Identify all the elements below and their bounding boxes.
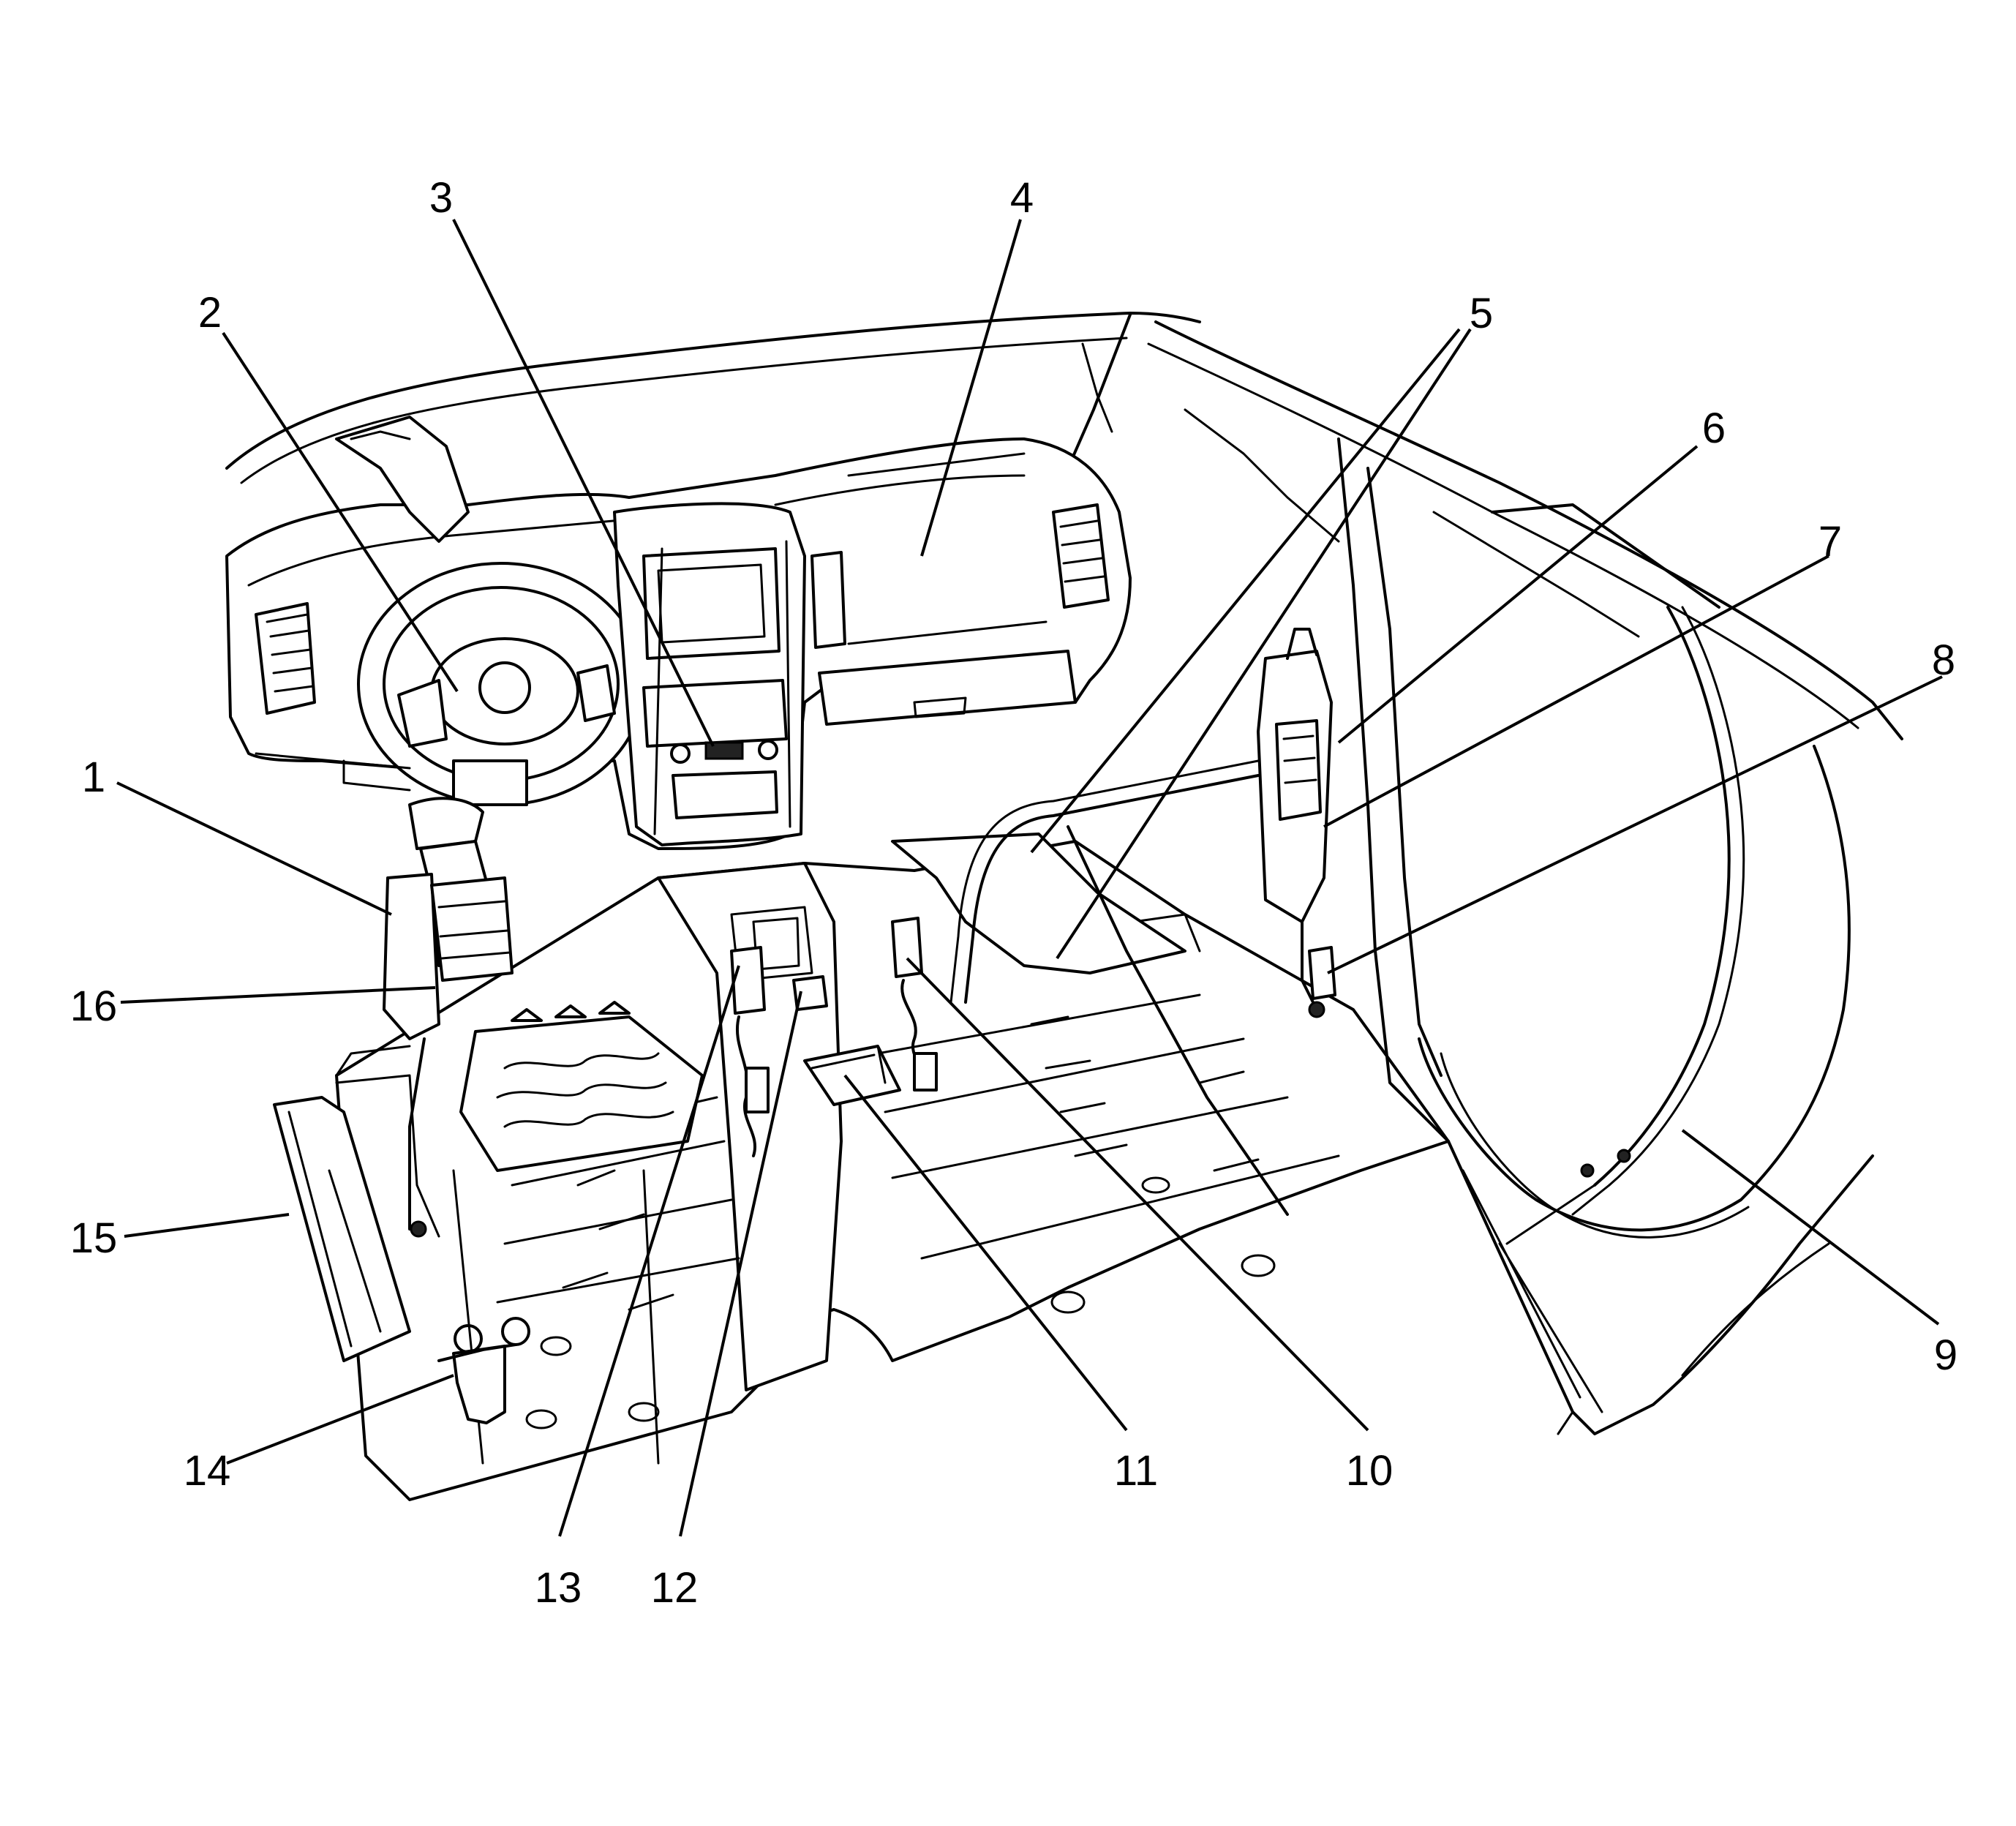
glove-box — [818, 650, 1077, 726]
rear-door-opening — [1418, 745, 1851, 1232]
windshield-upper-edge — [225, 312, 1201, 470]
callout-4: 4 — [1010, 174, 1034, 222]
vehicle-line-art — [225, 312, 1903, 1501]
left-sill-trim — [273, 1096, 411, 1362]
passenger-seat-belt-webbing — [964, 774, 1260, 1004]
leader-15 — [124, 1213, 290, 1238]
callout-13: 13 — [535, 1564, 582, 1612]
sensing-diagnostic-module — [803, 1045, 901, 1106]
roof-rail-harness — [1593, 606, 1731, 1187]
leader-5b — [1056, 328, 1472, 960]
callout-labels: 1 2 3 4 5 6 7 8 9 10 11 12 13 14 15 16 — [70, 174, 1957, 1612]
leader-lines — [116, 219, 1943, 1537]
callout-3: 3 — [429, 174, 453, 222]
seat-springs — [496, 1052, 674, 1128]
leader-2 — [222, 331, 459, 693]
callout-1: 1 — [82, 754, 105, 801]
sensing-module-label — [792, 975, 828, 1011]
right-air-vent — [1052, 503, 1110, 609]
leader-13 — [558, 965, 740, 1537]
leader-14 — [226, 1374, 454, 1465]
callout-6: 6 — [1702, 405, 1726, 452]
callout-7: 7 — [1818, 518, 1842, 566]
callout-8: 8 — [1932, 636, 1955, 684]
callout-15: 15 — [70, 1214, 118, 1262]
leader-9 — [1681, 1129, 1940, 1326]
leader-10 — [906, 957, 1369, 1432]
driver-seat-belt-retractor — [383, 873, 440, 1040]
callout-12: 12 — [651, 1564, 699, 1612]
callout-11: 11 — [1114, 1447, 1158, 1495]
callout-9: 9 — [1934, 1331, 1957, 1379]
seat-belt-height-adjuster — [1275, 719, 1322, 821]
driver-airbag-module — [430, 637, 579, 745]
leader-8 — [1327, 675, 1943, 974]
leader-1 — [116, 781, 392, 916]
leader-7 — [1323, 555, 1829, 828]
leader-5a — [1030, 328, 1461, 854]
right-b-pillar — [1337, 437, 1450, 1143]
driver-seat-belt-buckle — [730, 946, 766, 1015]
passenger-airbag-door — [847, 452, 1048, 645]
callout-5: 5 — [1470, 290, 1493, 337]
passenger-seat-mount-plate — [891, 833, 1186, 974]
callout-14: 14 — [184, 1447, 231, 1495]
leader-11 — [843, 1074, 1128, 1432]
callout-2: 2 — [198, 289, 222, 337]
leader-3 — [452, 219, 715, 747]
callout-16: 16 — [70, 982, 118, 1030]
callout-10: 10 — [1346, 1447, 1393, 1495]
leader-6 — [1337, 445, 1699, 744]
leader-16 — [120, 986, 436, 1004]
leader-4 — [920, 219, 1022, 557]
leader-12 — [679, 991, 802, 1537]
left-air-vent — [255, 602, 316, 715]
